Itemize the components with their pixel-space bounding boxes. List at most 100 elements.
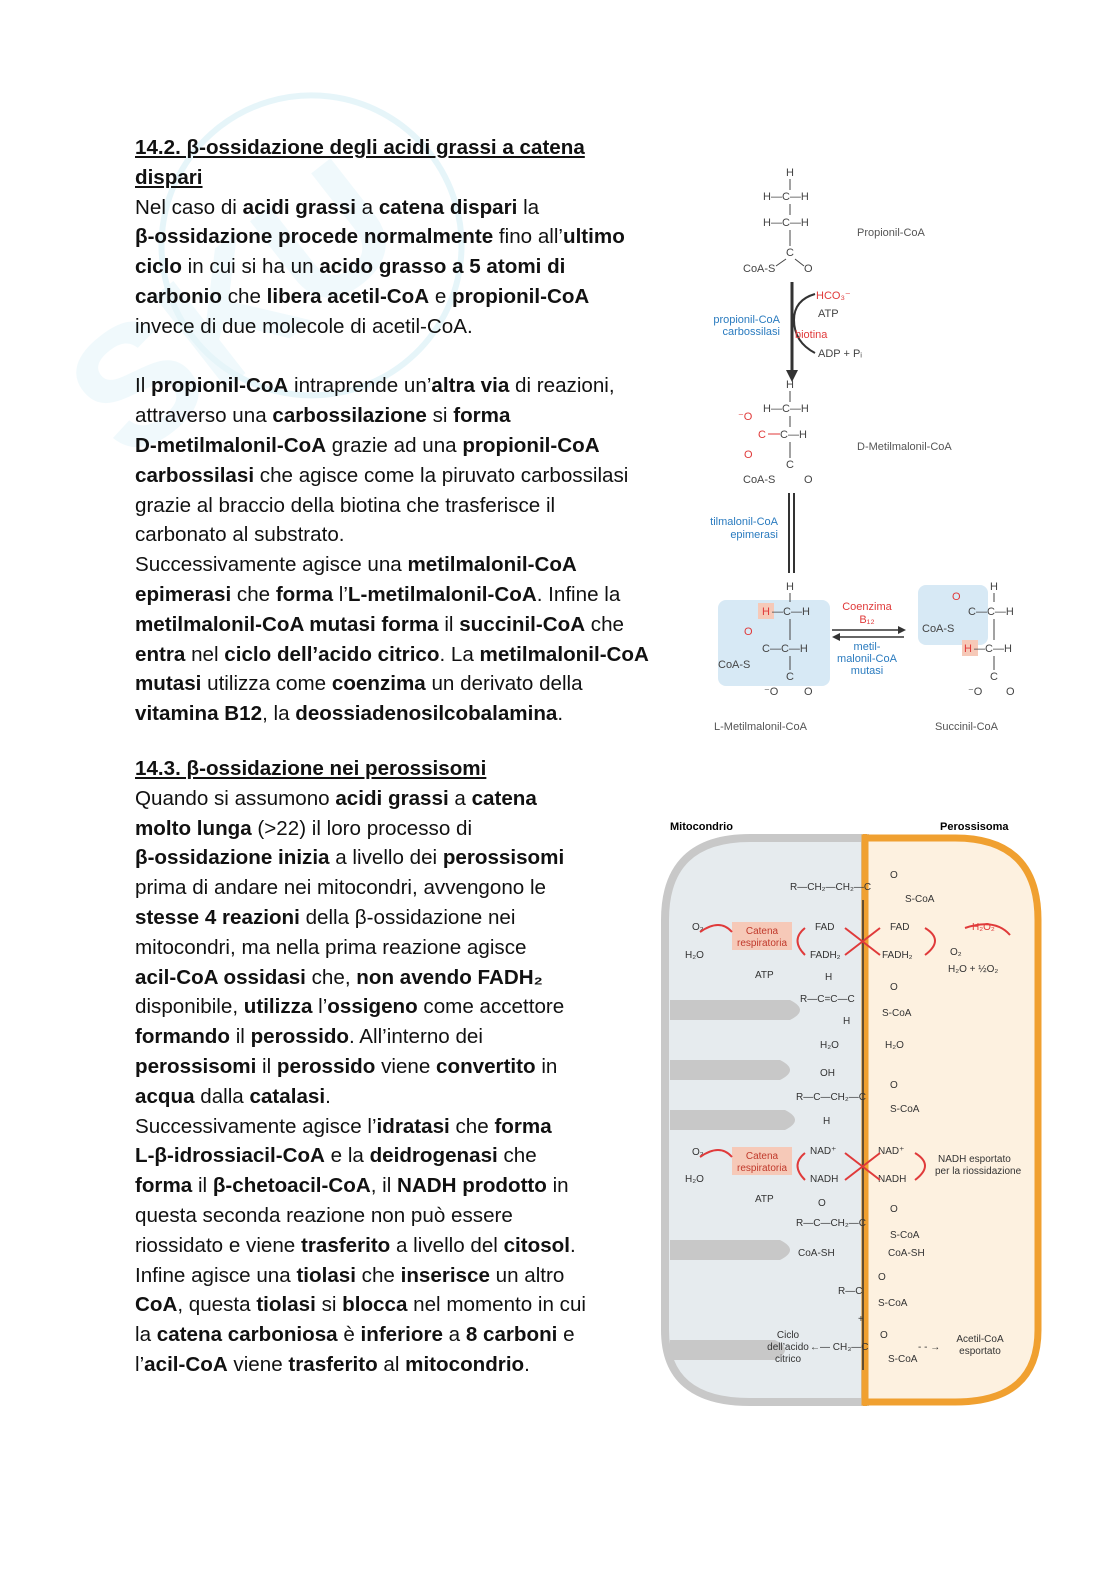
text-run: a livello del — [390, 1233, 504, 1257]
bold-run: deossiadenosilcobalamina — [295, 702, 558, 726]
bold-run: coenzima — [331, 672, 426, 696]
bold-run: citosol — [503, 1233, 570, 1257]
section-2: 14.3. β-ossidazione nei perossisomi Quan… — [135, 754, 586, 1380]
text-run: come accettore — [417, 995, 565, 1019]
bold-run: tiolasi — [256, 1293, 316, 1317]
d-methylmalonyl-label: D-Metilmalonil-CoA — [857, 441, 952, 453]
b12-label: B₁₂ — [859, 614, 874, 626]
text-run: . Infine la — [536, 582, 621, 606]
bold-run: mutasi — [135, 672, 202, 696]
text-run: di reazioni, — [509, 374, 615, 398]
h2o2-label: H₂O₂ — [972, 922, 995, 933]
svg-text:O: O — [890, 1204, 898, 1215]
biotina-label: biotina — [795, 329, 828, 341]
svg-text:ATP: ATP — [755, 1194, 774, 1205]
bold-run: formando — [135, 1025, 230, 1049]
text-run: , la — [262, 702, 296, 726]
svg-text:H: H — [786, 581, 794, 593]
text-run: Successivamente agisce l’ — [135, 1114, 377, 1138]
bold-run: inserisce — [400, 1263, 490, 1287]
text-line: molto lunga (>22) il loro processo di — [135, 814, 586, 844]
svg-text:O: O — [804, 686, 813, 698]
bold-run: D-metilmalonil-CoA — [135, 433, 327, 457]
mutasi-label-3: mutasi — [851, 665, 883, 677]
acetil-coa-label-2: esportato — [959, 1346, 1001, 1357]
bold-run: ultimo — [563, 225, 625, 249]
text-run: Il — [135, 374, 152, 398]
catena-1-label: Catena — [746, 926, 779, 937]
mutasi-label-2: malonil-CoA — [837, 653, 898, 665]
svg-text:H: H — [823, 1116, 830, 1127]
bold-run: inferiore — [360, 1323, 443, 1347]
section-1-paragraph-1: Nel caso di acidi grassi a catena dispar… — [135, 193, 649, 342]
bold-run: L-β-idrossiacil-CoA — [135, 1144, 325, 1168]
ciclo-label-2: dell’acido — [767, 1342, 809, 1353]
svg-text:R—C: R—C — [838, 1286, 862, 1297]
svg-text:R—C—CH₂—C: R—C—CH₂—C — [796, 1218, 866, 1229]
nadh-export-label-1: NADH esportato — [938, 1154, 1011, 1165]
bold-run: acido grasso a 5 atomi di — [319, 255, 566, 279]
fadh2-perox-label: FADH₂ — [882, 950, 913, 961]
bold-run: altra via — [431, 374, 510, 398]
perossisoma-label: Perossisoma — [940, 821, 1009, 833]
l-methylmalonyl-structure: H H —C—H C—C—H O CoA-S C ⁻O O — [718, 581, 830, 698]
text-run: nel momento in cui — [407, 1293, 586, 1317]
bold-run: perossisomi — [135, 1054, 257, 1078]
text-line: CoA, questa tiolasi si blocca nel moment… — [135, 1290, 586, 1320]
text-run: che agisce come la piruvato carbossilasi — [254, 463, 629, 487]
coas-label: CoA-S — [743, 263, 775, 275]
svg-text:H₂O: H₂O — [820, 1040, 839, 1051]
text-run: a — [355, 195, 379, 219]
text-run: grazie al braccio della biotina che tras… — [135, 493, 556, 517]
text-run: il — [192, 1174, 213, 1198]
text-line: stesse 4 reazioni della β-ossidazione ne… — [135, 903, 586, 933]
text-line: forma il β-chetoacil-CoA, il NADH prodot… — [135, 1171, 586, 1201]
bold-run: forma — [275, 582, 334, 606]
svg-text:O: O — [804, 474, 813, 486]
bold-run: carbonio — [135, 284, 222, 308]
svg-text:C: C — [786, 459, 794, 471]
text-run: utilizza come — [201, 672, 332, 696]
text-run: , questa — [177, 1293, 257, 1317]
section-1-paragraph-2: Il propionil-CoA intraprende un’altra vi… — [135, 371, 649, 729]
bold-run: β-chetoacil-CoA — [212, 1174, 371, 1198]
nadh-perox-label: NADH — [878, 1174, 906, 1185]
nad-mito-label: NAD⁺ — [810, 1146, 836, 1157]
svg-text:H: H — [964, 643, 972, 655]
atp-label: ATP — [818, 308, 839, 320]
text-line: entra nel ciclo dell’acido citrico. La m… — [135, 640, 649, 670]
bold-run: β-ossidazione procede normalmente — [135, 225, 494, 249]
text-run: Quando si assumono — [135, 786, 336, 810]
coenzima-label: Coenzima — [842, 601, 892, 613]
svg-text:—C—H: —C—H — [974, 643, 1012, 655]
text-run: della β-ossidazione nei — [299, 905, 516, 929]
text-run: che — [497, 1144, 537, 1168]
carboxylase-step: HCO₃⁻ ATP biotina ADP + Pᵢ propionil-CoA… — [713, 282, 862, 382]
ciclo-label-3: citrico — [775, 1354, 802, 1365]
svg-text:C: C — [990, 671, 998, 683]
bold-run: deidrogenasi — [369, 1144, 498, 1168]
text-line: vitamina B12, la deossiadenosilcobalamin… — [135, 699, 649, 729]
nad-perox-label: NAD⁺ — [878, 1146, 904, 1157]
bold-run: catalasi — [249, 1084, 326, 1108]
text-run: viene — [227, 1352, 289, 1376]
text-run: il — [438, 612, 460, 636]
text-run: e — [429, 284, 453, 308]
svg-text:O: O — [1006, 686, 1015, 698]
svg-text:O: O — [878, 1272, 886, 1283]
text-line: riossidato e viene trasferito a livello … — [135, 1231, 586, 1261]
propionyl-coa-pathway-figure: H H—C—H H—C—H C CoA-S O Propionil-CoA HC… — [710, 167, 1015, 733]
text-line: Successivamente agisce una metilmalonil-… — [135, 550, 649, 580]
text-run: al — [377, 1352, 406, 1376]
svg-text:O₂: O₂ — [950, 947, 962, 958]
bold-run: carbossilasi — [135, 463, 255, 487]
bold-run: stesse 4 reazioni — [135, 905, 300, 929]
bold-run: vitamina B12 — [135, 702, 263, 726]
mutasi-label-1: metil- — [854, 641, 881, 653]
adp-label: ADP + Pᵢ — [818, 348, 862, 360]
text-line: prima di andare nei mitocondri, avvengon… — [135, 873, 586, 903]
bold-run: perossido — [276, 1054, 376, 1078]
text-run: il — [229, 1025, 251, 1049]
svg-text:H: H — [786, 167, 794, 179]
